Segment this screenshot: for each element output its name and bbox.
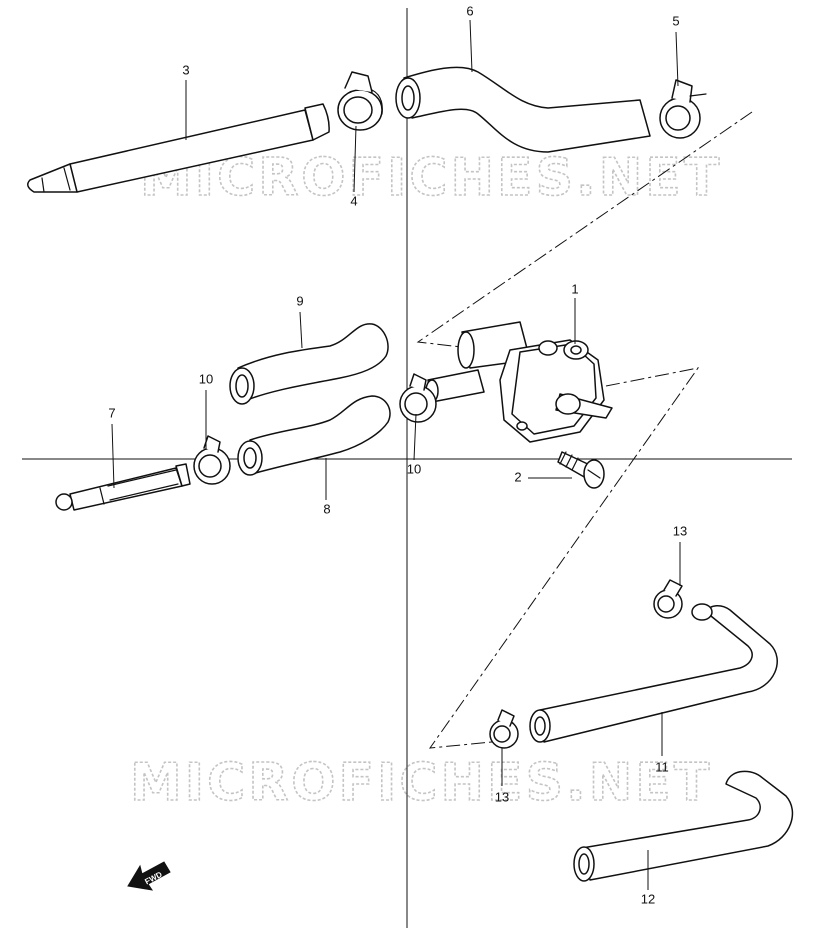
- leader-lines: [111, 19, 681, 890]
- callout-13-bottom: 13: [495, 789, 509, 804]
- watermark-bottom: MICROFICHES.NET: [130, 753, 712, 813]
- callout-10-right: 10: [407, 461, 421, 476]
- part-11-hose: [529, 603, 778, 743]
- callout-6: 6: [466, 3, 473, 18]
- group-outline-lower: [428, 367, 700, 749]
- callout-12: 12: [641, 891, 655, 906]
- callout-4: 4: [350, 193, 357, 208]
- callout-9: 9: [296, 293, 303, 308]
- callout-10-left: 10: [199, 371, 213, 386]
- callout-7: 7: [108, 405, 115, 420]
- part-3-pipe: [27, 103, 330, 193]
- part-13-clamp-bottom: [489, 709, 519, 749]
- callout-2: 2: [514, 469, 521, 484]
- part-5-clamp: [659, 79, 707, 139]
- part-10-clamp-right: [399, 373, 437, 423]
- part-13-clamp-top: [653, 579, 683, 619]
- group-outline-upper: [416, 111, 753, 349]
- callout-5: 5: [672, 13, 679, 28]
- part-4-clamp: [337, 71, 383, 131]
- part-9-hose: [229, 323, 389, 405]
- callout-1: 1: [571, 281, 578, 296]
- part-7-filter: [55, 463, 191, 511]
- part-8-hose: [237, 395, 391, 476]
- part-2-screw: [557, 451, 605, 489]
- callout-11: 11: [655, 759, 669, 774]
- part-10-clamp-left: [193, 435, 231, 485]
- fwd-arrow-icon: FWD: [127, 861, 171, 891]
- callout-3: 3: [182, 62, 189, 77]
- part-12-hose: [573, 770, 794, 882]
- callout-13-top: 13: [673, 523, 687, 538]
- callout-8: 8: [323, 501, 330, 516]
- part-1-fuel-cock: [425, 321, 613, 443]
- part-6-hose: [395, 66, 651, 153]
